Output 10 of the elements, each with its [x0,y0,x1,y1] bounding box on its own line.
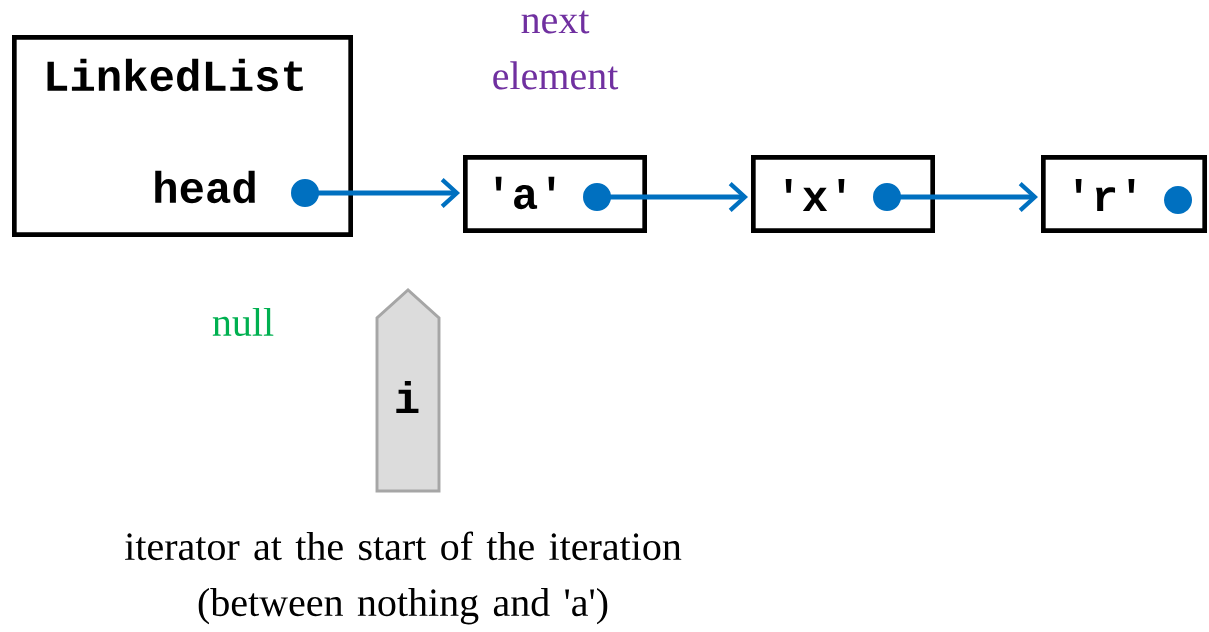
object-box: LinkedList head [12,35,353,237]
arrow [291,178,460,208]
arrow [873,182,1038,212]
list-node-box: 'x' [751,155,935,233]
node-label: iterator at the start of the iteration (between nothing and 'a') [125,531,682,625]
arrow [583,182,748,212]
list-node-box: 'r' [1041,155,1207,233]
note-text: next element [493,10,619,90]
list-node-box: 'a' [463,155,647,233]
note-text: null [212,307,274,337]
